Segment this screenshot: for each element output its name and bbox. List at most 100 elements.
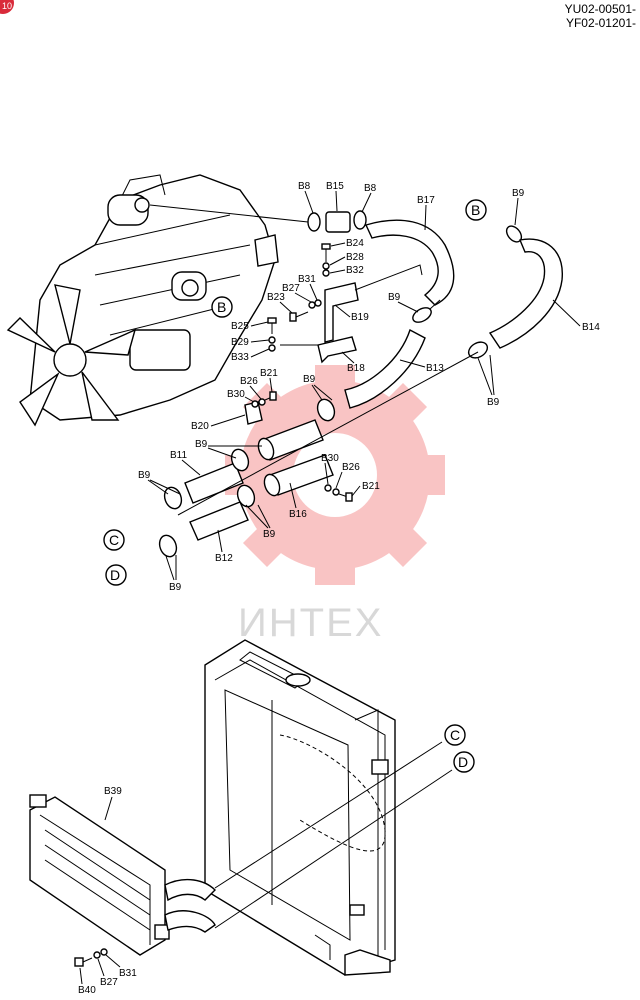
bracket-b19 [324,282,359,343]
washer-b29 [268,336,276,344]
clamp-b8-left [307,212,321,232]
washer-b30-lower [324,484,332,492]
label-b24: B24 [346,238,364,249]
label-b28: B28 [346,252,364,263]
label-b20: B20 [191,421,209,432]
label-b21-upper: B21 [260,368,278,379]
ref-circle-c-lower: C [444,724,466,746]
label-b9-b12: B9 [263,529,276,540]
tube-b11 [184,462,244,504]
label-b9-b14-top: B9 [512,188,525,199]
hose-b14 [488,238,563,349]
label-b9-b11: B9 [195,439,208,450]
leader-line-c-lower [214,741,443,889]
label-b26-lower: B26 [342,462,360,473]
washer-b31-bottom [100,948,108,956]
svg-text:B: B [217,299,226,315]
label-b9-left-lower: B9 [169,582,182,593]
leader-line-c [177,351,479,516]
label-b27: B27 [282,283,300,294]
label-b11: B11 [170,450,187,461]
serial-range-2: YF02-01201- [565,16,636,30]
label-b31-bottom: B31 [119,968,137,979]
label-b9-left-upper: B9 [138,470,151,481]
label-b30-lower: B30 [321,453,339,464]
cooling-fan [6,284,137,427]
washer-b26-lower [332,488,340,496]
ref-circle-d-upper: D [105,564,127,586]
bolt-b23 [289,311,309,322]
svg-text:D: D [458,754,468,770]
ref-circle-b-engine: B [211,296,233,318]
clamp-b8-right [353,210,367,230]
label-b30-upper: B30 [227,389,245,400]
oil-cooler-b39 [29,794,216,956]
svg-text:C: C [109,532,119,548]
label-b33: B33 [231,352,249,363]
tube-b15 [325,211,351,233]
label-b15: B15 [326,181,344,192]
radiator-assembly [204,639,396,976]
bolt-b21-upper [264,391,277,401]
washer-b27 [308,301,316,309]
label-b9-middle: B9 [303,374,316,385]
label-b18: B18 [347,363,365,374]
label-b17: B17 [417,195,435,206]
label-b39: B39 [104,786,122,797]
bolt-b21-lower [338,492,353,502]
clamp-b9-upper [412,307,432,323]
label-b9-upper: B9 [388,292,401,303]
clamp-b9-b12-right [236,484,256,508]
washer-b28 [322,262,330,270]
hose-b13 [344,328,426,409]
label-b23: B23 [267,292,285,303]
clamp-b9-b16-lower [263,473,281,497]
label-b13: B13 [426,363,444,374]
washer-b27-bottom [93,951,101,959]
label-b12: B12 [215,553,233,564]
ref-circle-b-hose: B [465,199,487,221]
clamp-b9-b14-bottom [467,341,489,359]
label-b9-b14-bottom: B9 [487,397,500,408]
svg-text:B: B [471,202,480,218]
leader-b8-engine [149,204,309,223]
nut-b32 [322,269,330,277]
clamp-b9-b11-left [163,486,183,510]
engine-block [29,174,279,421]
serial-range-1: YU02-00501- [564,2,636,16]
washer-b26-upper [258,398,266,406]
ref-circle-d-lower: D [453,751,475,773]
label-b8-right: B8 [364,183,377,194]
nut-b33 [268,344,276,352]
hose-b17 [365,219,455,306]
label-b19: B19 [351,312,369,323]
clamp-b9-b16-upper [257,437,275,461]
label-b40: B40 [78,985,96,996]
page-badge: 10 [0,0,14,14]
label-b21-lower: B21 [362,481,380,492]
label-b8-left: B8 [298,181,311,192]
label-b32: B32 [346,265,364,276]
tube-b12 [189,501,249,541]
label-b14: B14 [582,322,600,333]
label-b25: B25 [231,321,249,332]
svg-text:C: C [450,727,460,743]
watermark-text: ИНТЕХ [238,601,383,645]
clamp-b9-b12-left [158,534,178,558]
ref-circle-c-upper: C [103,529,125,551]
svg-text:D: D [110,567,120,583]
label-b27-bottom: B27 [100,977,118,988]
leader-line-d-lower [214,769,453,929]
bracket-b18 [317,336,357,364]
washer-b31 [314,299,322,307]
label-b26-upper: B26 [240,376,258,387]
watermark-gear-icon [225,365,445,585]
bolt-b24 [321,243,331,262]
bolt-b40 [74,957,93,967]
washer-b30-upper [251,400,259,408]
label-b31: B31 [298,274,316,285]
clamp-b9-b11-right [230,448,250,472]
label-b16: B16 [289,509,307,520]
bolt-b25 [267,317,277,334]
